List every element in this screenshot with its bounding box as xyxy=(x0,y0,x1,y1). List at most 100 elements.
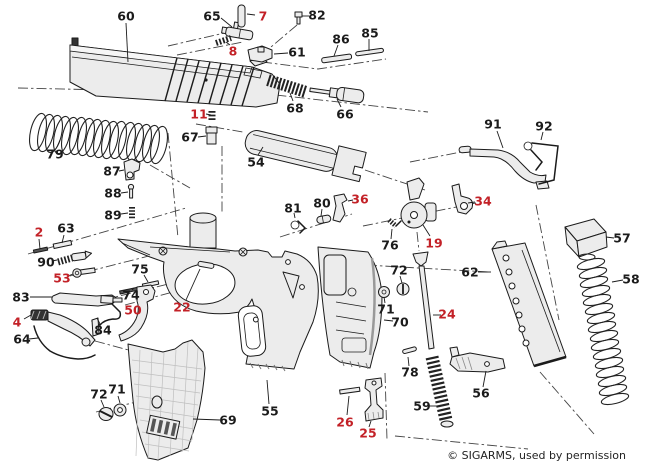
part-label-82: 82 xyxy=(308,8,325,23)
part-label-63: 63 xyxy=(57,221,74,236)
leader-line-89 xyxy=(120,212,129,215)
part-label-50: 50 xyxy=(124,303,142,318)
grip-logo-medallion xyxy=(146,414,181,440)
part-magazine xyxy=(491,240,567,368)
part-barrel xyxy=(244,130,367,183)
leader-line-11 xyxy=(205,113,212,116)
part-label-83: 83 xyxy=(12,290,29,305)
part-firing-pin-66 xyxy=(309,86,365,104)
part-label-92: 92 xyxy=(535,119,552,134)
part-frame xyxy=(117,212,319,372)
part-spring-seat-56 xyxy=(449,346,506,373)
part-lever-34 xyxy=(451,183,473,215)
part-label-80: 80 xyxy=(313,196,331,211)
part-label-75: 75 xyxy=(131,262,148,277)
part-label-79: 79 xyxy=(46,147,63,162)
part-label-89: 89 xyxy=(104,208,121,223)
leader-line-54 xyxy=(257,146,264,156)
leader-line-90 xyxy=(51,259,58,262)
part-label-60: 60 xyxy=(117,9,135,24)
part-screw-82 xyxy=(294,11,303,25)
leader-line-2 xyxy=(38,238,41,250)
part-washer-71-right xyxy=(378,286,390,298)
part-label-54: 54 xyxy=(247,155,265,170)
part-pin-7 xyxy=(237,4,246,28)
leader-line-61 xyxy=(273,52,289,55)
leader-line-91 xyxy=(496,130,504,149)
part-label-70: 70 xyxy=(391,315,409,330)
part-bushing-67 xyxy=(205,126,218,145)
part-hammer-strut-24 xyxy=(412,251,435,350)
part-label-74: 74 xyxy=(122,288,140,303)
part-lever-25 xyxy=(364,377,384,422)
part-grip-panel-69 xyxy=(127,339,206,461)
part-label-53: 53 xyxy=(53,271,70,286)
part-spring-92 xyxy=(523,141,559,185)
leader-line-81 xyxy=(293,212,296,219)
part-label-4: 4 xyxy=(13,315,22,330)
leader-line-72 xyxy=(100,399,105,408)
part-label-58: 58 xyxy=(622,272,639,287)
part-label-67: 67 xyxy=(181,130,198,145)
part-spring-wire-64 xyxy=(33,325,96,360)
part-label-86: 86 xyxy=(332,32,350,47)
leader-line-84 xyxy=(96,317,101,325)
part-label-72: 72 xyxy=(390,263,407,278)
leader-line-60 xyxy=(125,22,129,63)
part-label-81: 81 xyxy=(284,201,301,216)
leader-line-4 xyxy=(23,314,32,320)
part-magazine-spring-58 xyxy=(575,253,631,408)
part-floor-plate-57 xyxy=(564,218,608,258)
leader-line-53 xyxy=(67,273,74,277)
part-label-11: 11 xyxy=(190,107,207,122)
part-safety-lock-65 xyxy=(221,21,254,41)
leader-line-34 xyxy=(467,201,476,204)
leader-line-64 xyxy=(28,337,39,340)
part-mainspring-59 xyxy=(425,355,454,428)
part-label-34: 34 xyxy=(474,194,492,209)
leader-line-68 xyxy=(289,92,294,102)
part-label-26: 26 xyxy=(336,415,354,430)
part-label-87: 87 xyxy=(103,164,120,179)
part-spring-68 xyxy=(266,74,308,98)
part-label-24: 24 xyxy=(438,307,456,322)
copyright-caption: © SIGARMS, used by permission xyxy=(447,449,626,462)
part-pin-85 xyxy=(355,47,384,57)
part-label-71: 71 xyxy=(377,302,394,317)
part-spring-clip-81 xyxy=(290,220,307,234)
part-label-71: 71 xyxy=(108,382,125,397)
leader-line-71 xyxy=(117,395,121,404)
part-washer-71-left xyxy=(113,403,127,417)
part-screw-53 xyxy=(72,267,96,278)
part-label-62: 62 xyxy=(461,265,478,280)
leader-line-26 xyxy=(346,395,350,416)
part-label-55: 55 xyxy=(261,404,278,419)
part-hammer-19 xyxy=(400,177,437,229)
part-trigger-50 xyxy=(118,284,156,342)
leader-line-65 xyxy=(220,17,233,28)
leader-line-58 xyxy=(611,279,624,283)
part-slide-catch-4 xyxy=(30,309,100,347)
part-label-66: 66 xyxy=(336,107,354,122)
part-catch-87 xyxy=(123,158,141,181)
part-pin-86 xyxy=(321,53,353,64)
part-safety-lever-36 xyxy=(332,193,348,223)
leader-line-36 xyxy=(347,199,354,202)
part-plunger-80 xyxy=(316,214,332,224)
part-label-78: 78 xyxy=(401,365,418,380)
part-label-7: 7 xyxy=(259,9,268,24)
part-pin-2 xyxy=(32,246,49,254)
leader-line-56 xyxy=(482,370,487,388)
part-spring-84 xyxy=(91,303,122,326)
part-label-90: 90 xyxy=(37,255,55,270)
part-label-85: 85 xyxy=(361,26,378,41)
part-grip-panel-70 xyxy=(317,246,383,370)
leader-line-55 xyxy=(266,379,270,405)
part-label-65: 65 xyxy=(203,9,220,24)
part-label-76: 76 xyxy=(381,238,399,253)
part-label-69: 69 xyxy=(219,413,236,428)
part-grip-screw-72-right xyxy=(396,282,410,296)
leader-line-87 xyxy=(118,169,125,172)
